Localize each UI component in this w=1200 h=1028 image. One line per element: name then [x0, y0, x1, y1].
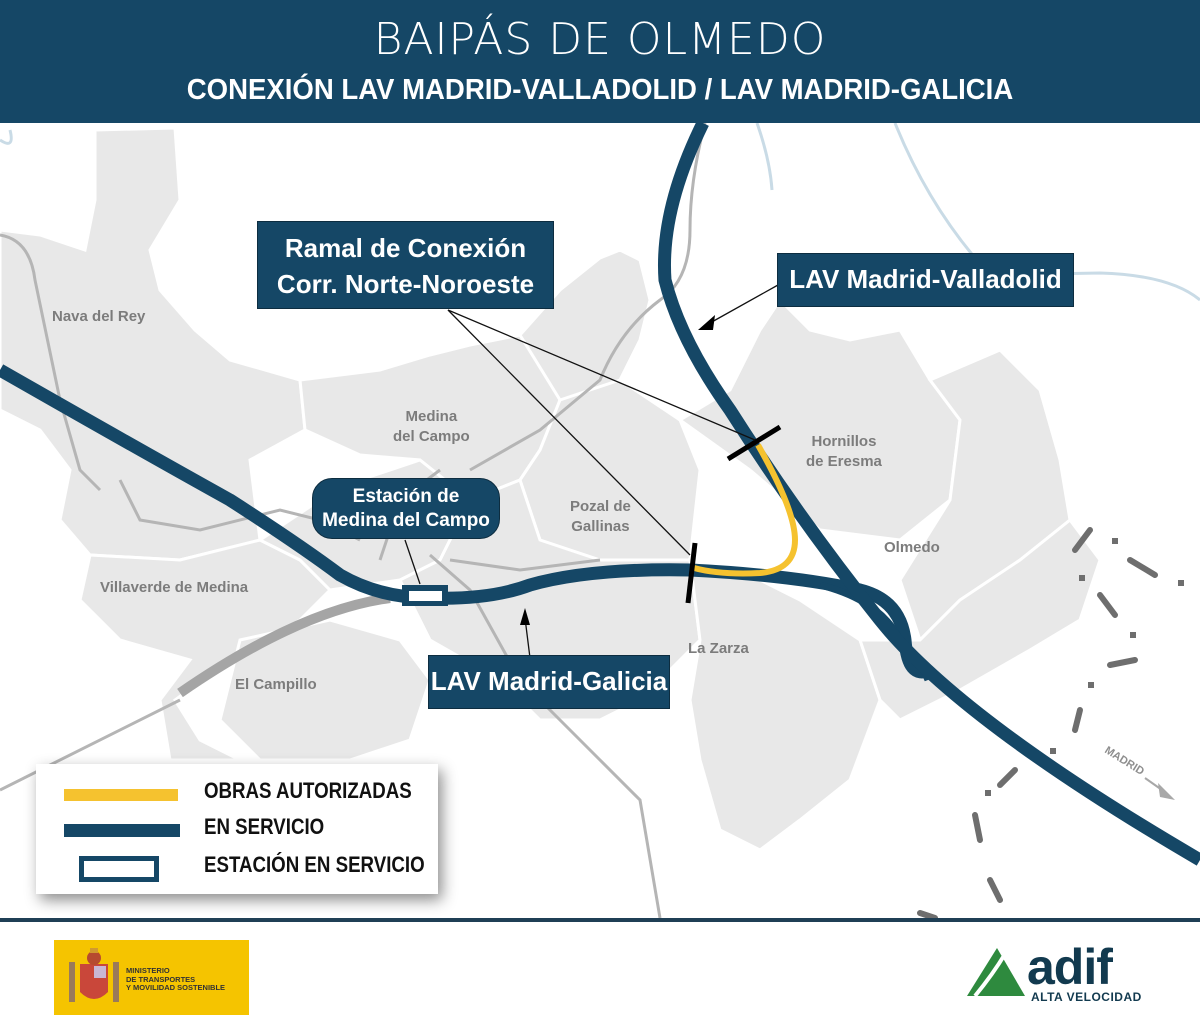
adif-subtitle: ALTA VELOCIDAD: [1031, 990, 1142, 1004]
section-markers: [685, 424, 782, 604]
coat-of-arms-icon: [69, 948, 119, 1002]
conventional-line-campillo: [177, 593, 391, 698]
header-banner: BAIPÁS DE OLMEDO CONEXIÓN LAV MADRID-VAL…: [0, 0, 1200, 123]
callout-lav-madrid-valladolid: LAV Madrid-Valladolid: [777, 253, 1074, 307]
town-la-zarza: La Zarza: [688, 640, 749, 657]
legend-item-in-service: EN SERVICIO: [36, 814, 438, 844]
authorized-works-line: [693, 443, 799, 577]
province-boundary-dots: [985, 538, 1184, 796]
callout-lav-madrid-galicia: LAV Madrid-Galicia: [428, 655, 670, 709]
callout-station-medina: Estación de Medina del Campo: [312, 478, 500, 539]
station-box-swatch: [79, 856, 159, 882]
page-subtitle: CONEXIÓN LAV MADRID-VALLADOLID / LAV MAD…: [186, 74, 1014, 106]
adif-triangle-icon: [967, 948, 1025, 998]
town-el-campillo: El Campillo: [235, 676, 317, 693]
callout-ramal-conexion: Ramal de Conexión Corr. Norte-Noroeste: [257, 221, 554, 309]
navy-line-swatch: [64, 824, 180, 837]
arrow-to-valladolid-line: [698, 315, 715, 330]
map-legend: OBRAS AUTORIZADAS EN SERVICIO ESTACIÓN E…: [36, 764, 438, 894]
town-villaverde-de-medina: Villaverde de Medina: [100, 579, 249, 596]
ministry-logo: MINISTERIO DE TRANSPORTES Y MOVILIDAD SO…: [54, 940, 249, 1015]
adif-logo: adif ALTA VELOCIDAD: [965, 939, 1155, 1014]
town-nava-del-rey: Nava del Rey: [52, 308, 146, 325]
legend-item-station: ESTACIÓN EN SERVICIO: [36, 852, 438, 882]
province-boundary: [917, 527, 1158, 918]
yellow-line-swatch: [64, 789, 178, 801]
ministry-text: MINISTERIO DE TRANSPORTES Y MOVILIDAD SO…: [126, 966, 226, 992]
madrid-direction-arrow: MADRID: [1102, 744, 1175, 800]
adif-wordmark: adif: [1027, 939, 1113, 995]
arrow-to-galicia-line: [520, 608, 530, 625]
footer: MINISTERIO DE TRANSPORTES Y MOVILIDAD SO…: [0, 918, 1200, 1028]
legend-item-authorized-works: OBRAS AUTORIZADAS: [36, 778, 438, 808]
town-olmedo: Olmedo: [884, 539, 940, 556]
leader-lines: [404, 284, 779, 659]
madrid-label: MADRID: [1102, 744, 1146, 778]
page-title: BAIPÁS DE OLMEDO: [373, 14, 827, 65]
